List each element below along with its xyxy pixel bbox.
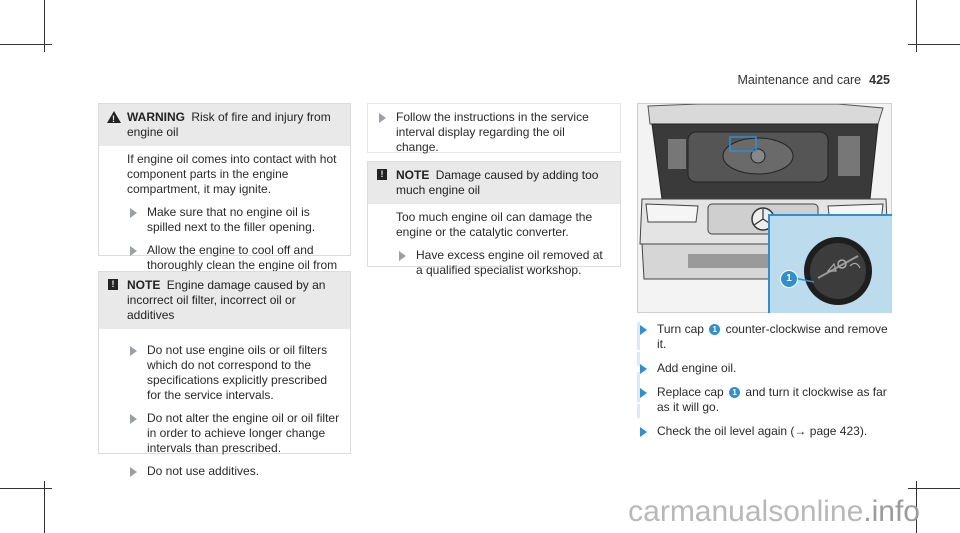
note-body: Too much engine oil can damage the engin… xyxy=(368,204,620,288)
warning-tag: WARNING xyxy=(127,110,185,124)
step-arrow-icon xyxy=(640,427,647,437)
page-reference-link[interactable]: page 423 xyxy=(809,424,860,438)
oil-cap-drawing xyxy=(793,237,872,305)
warning-intro: If engine oil comes into contact with ho… xyxy=(127,152,337,196)
crop-mark xyxy=(916,0,917,52)
list-item: Do not use engine oils or oil filters wh… xyxy=(127,343,340,403)
crop-mark xyxy=(44,481,45,533)
bullet-arrow-icon xyxy=(130,346,137,356)
crop-mark xyxy=(44,0,45,52)
follow-instructions-box: Follow the instructions in the service i… xyxy=(367,103,621,155)
warning-box: WARNING Risk of fire and injury from eng… xyxy=(98,103,351,302)
callout-number-badge: 1 xyxy=(709,324,721,335)
note-exclamation-icon: ! xyxy=(108,279,118,290)
watermark: carmanualsonline.info xyxy=(628,495,920,528)
note-header: ! NOTE Engine damage caused by an incorr… xyxy=(99,272,350,329)
bullet-arrow-icon xyxy=(130,467,137,477)
page-header: Maintenance and care 425 xyxy=(737,73,890,87)
step-bar xyxy=(637,322,640,350)
list-item: Replace cap 1 and turn it clockwise as f… xyxy=(637,385,897,415)
crop-mark xyxy=(908,44,960,45)
callout-number-badge: 1 xyxy=(780,270,798,288)
list-item: Follow the instructions in the service i… xyxy=(376,110,610,155)
warning-title: Risk of fire and injury from engine oil xyxy=(127,110,331,139)
step-arrow-icon xyxy=(640,364,647,374)
note-title: Engine damage caused by an incorrect oil… xyxy=(127,278,326,322)
note-tag: NOTE xyxy=(396,168,430,182)
step-bar xyxy=(637,352,640,366)
procedure-steps: Turn cap 1 counter-clockwise and remove … xyxy=(637,322,897,448)
page-number: 425 xyxy=(869,73,890,87)
warning-header: WARNING Risk of fire and injury from eng… xyxy=(99,104,350,146)
crop-mark xyxy=(908,488,960,489)
bullet-arrow-icon xyxy=(130,208,137,218)
note-title: Damage caused by adding too much engine … xyxy=(396,168,599,197)
step-bar xyxy=(637,372,640,402)
crop-mark xyxy=(0,44,52,45)
note-tag: NOTE xyxy=(127,278,161,292)
oil-cap-inset: 1 xyxy=(768,214,892,313)
engine-compartment-illustration: 1 xyxy=(637,103,892,313)
list-item: Turn cap 1 counter-clockwise and remove … xyxy=(637,322,897,352)
note-header: ! NOTE Damage caused by adding too much … xyxy=(368,162,620,204)
note-box-oil-filter: ! NOTE Engine damage caused by an incorr… xyxy=(98,271,351,478)
step-arrow-icon xyxy=(640,388,647,398)
list-item: Do not alter the engine oil or oil filte… xyxy=(127,411,340,456)
crop-mark xyxy=(916,481,917,533)
note-body: Do not use engine oils or oil filters wh… xyxy=(99,329,350,489)
bullet-arrow-icon xyxy=(399,251,406,261)
callout-number-badge: 1 xyxy=(729,387,741,398)
bullet-arrow-icon xyxy=(130,414,137,424)
list-item: Add engine oil. xyxy=(637,361,897,376)
crop-mark xyxy=(0,488,52,489)
list-item: Have excess engine oil removed at a qual… xyxy=(396,248,610,278)
step-arrow-icon xyxy=(640,325,647,335)
bullet-arrow-icon xyxy=(379,113,386,123)
list-item: Check the oil level again (→ page 423). xyxy=(637,424,897,439)
note-exclamation-icon: ! xyxy=(377,169,387,180)
bullet-arrow-icon xyxy=(130,246,137,256)
note-intro: Too much engine oil can damage the engin… xyxy=(396,210,593,239)
page-ref-arrow-icon: → xyxy=(794,424,807,438)
warning-triangle-icon xyxy=(107,111,121,127)
list-item: Do not use additives. xyxy=(127,464,340,479)
section-title: Maintenance and care xyxy=(737,73,862,87)
step-bar xyxy=(637,404,640,418)
note-box-too-much-oil: ! NOTE Damage caused by adding too much … xyxy=(367,161,621,277)
list-item: Make sure that no engine oil is spilled … xyxy=(127,205,340,235)
